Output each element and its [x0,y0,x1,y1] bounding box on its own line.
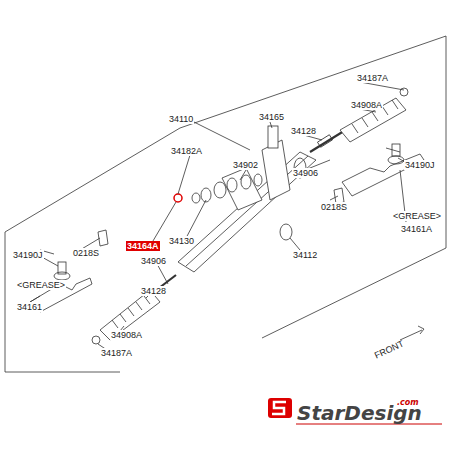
callout-number: 34906 [140,256,167,266]
callout-number: 34165 [258,112,285,122]
watermark: .com [396,392,420,414]
callout-number: 34187A [356,73,389,83]
direction-label: FRONT [372,338,406,361]
callout-number: 34161A [400,224,433,234]
callout-number: 34164A [126,241,160,251]
callout-number: 34182A [170,146,203,156]
callout-number: 34908A [350,100,383,110]
callout-number: 0218S [320,202,348,212]
callout-number: 34190J [404,160,436,170]
callout-number: 0218S [72,248,100,258]
callout-number: 34161 [16,302,43,312]
callout-number: 34187A [100,348,133,358]
callout-number: 34902 [232,160,259,170]
callout-number: 34128 [140,286,167,296]
callout-number: 34190J [12,250,44,260]
note-text: <GREASE> [16,280,66,290]
callout-number: 34112 [292,250,318,260]
callout-number: 34130 [168,236,195,246]
callout-number: 34110 [168,114,194,124]
callout-number: 34906 [292,168,319,178]
callout-number: 34128 [290,126,317,136]
note-text: <GREASE> [392,211,442,221]
callout-number: 34908A [110,330,143,340]
